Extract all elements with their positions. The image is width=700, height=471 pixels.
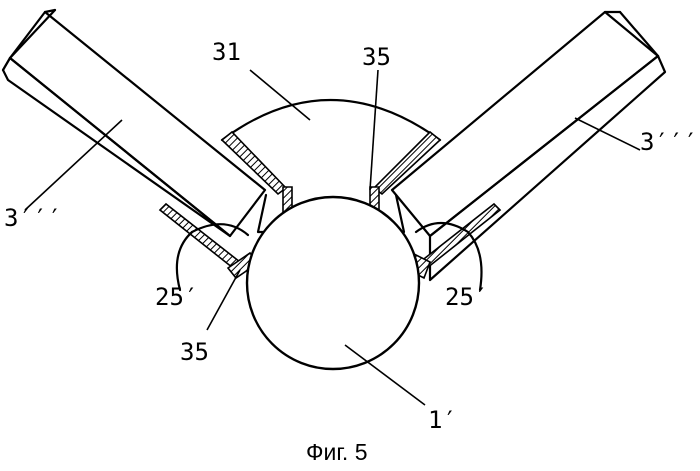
- label-25-right: 25′: [445, 283, 488, 311]
- right-prism: [374, 12, 665, 280]
- label-1: 1′: [428, 406, 457, 434]
- label-31: 31: [212, 38, 241, 66]
- label-25-left: 25′: [155, 283, 198, 311]
- segment-31: [222, 100, 440, 140]
- right-upper-plate: [374, 132, 440, 194]
- left-prism: [3, 10, 286, 278]
- left-angle-arc: [177, 232, 192, 290]
- label-35-bottom: 35: [180, 338, 209, 366]
- label-3-left: 3′′′: [4, 204, 62, 232]
- label-3-right: 3′′′: [640, 128, 698, 156]
- cylinder-1: [247, 197, 419, 369]
- label-35-top: 35: [362, 43, 391, 71]
- figure-caption: Фиг. 5: [306, 439, 368, 465]
